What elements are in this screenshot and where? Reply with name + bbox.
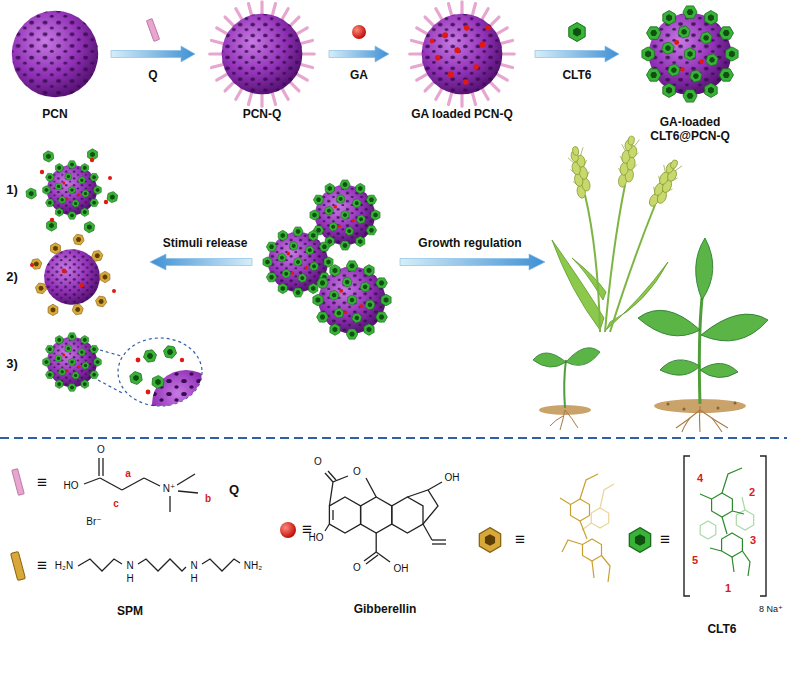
release-arrow [150,254,252,270]
atom-label: H₂N [55,560,73,572]
atom-label: N [126,560,133,572]
atom-label: H [190,573,197,585]
particle-node: PCN [5,0,105,124]
panel-number: 1) [6,183,18,198]
compound-name: CLT6 [707,623,736,637]
position-number: 4 [697,472,703,485]
reagent-label: CLT6 [562,68,591,82]
position-number: 3 [750,534,756,547]
compound-name: Q [229,483,239,498]
panel-number: 3) [6,357,18,372]
atom-label: H [126,573,133,585]
reagent-icons [146,19,585,42]
q-structure [84,458,198,512]
particle-node: GA-loaded CLT6@PCN-Q [625,0,755,146]
spm-structure [78,559,240,571]
process-label: Growth regulation [418,237,521,251]
particle-cluster [263,180,391,339]
position-number: 1 [725,582,731,595]
position-label: c [113,498,119,510]
particle-label: PCN [5,107,105,121]
gold-macrocycle [560,474,614,582]
clt6-structure [684,456,766,596]
equivalence-sign: ≡ [37,473,47,493]
gibberellin-structure [325,471,446,564]
particle-node: PCN-Q [201,0,323,124]
compound-name: SPM [117,605,143,619]
particle-node: GA loaded PCN-Q [395,0,529,124]
reagent-label: GA [350,68,368,82]
particle-label: GA loaded PCN-Q [395,107,529,121]
position-number: 5 [692,554,698,567]
particle-label: GA-loaded CLT6@PCN-Q [625,115,755,143]
atom-label: O [97,444,105,456]
process-arrow [535,46,619,62]
atom-label: NH₂ [244,560,262,572]
panel-number: 2) [6,270,18,285]
atom-label: N⁺ [163,483,176,495]
divider-line [0,437,787,439]
release-particles [26,147,220,438]
compound-name: Gibberellin [354,603,417,617]
equivalence-sign: ≡ [37,556,47,576]
position-label: b [205,493,211,505]
position-label: a [125,468,131,480]
atom-label: O [314,456,322,468]
equivalence-sign: ≡ [660,530,670,550]
atom-label: HO [64,480,79,492]
process-label: Stimuli release [163,237,248,251]
equivalence-sign: ≡ [515,530,525,550]
atom-label: O [353,562,361,574]
particle-label: PCN-Q [201,107,323,121]
position-number: 2 [749,486,755,499]
atom-label: HO [309,532,324,544]
process-arrow [329,46,389,62]
legend-icons [11,469,651,581]
particles-top [12,2,738,107]
atom-label: OH [394,563,409,575]
reagent-label: Q [148,68,157,82]
atom-label: OH [445,472,460,484]
counterion-label: 8 Na⁺ [759,604,783,614]
atom-label: O [353,466,361,478]
process-arrow [111,46,195,62]
growth-arrow [400,254,545,270]
atom-label: N [190,560,197,572]
atom-label: Br⁻ [86,516,101,528]
plants [533,135,768,432]
